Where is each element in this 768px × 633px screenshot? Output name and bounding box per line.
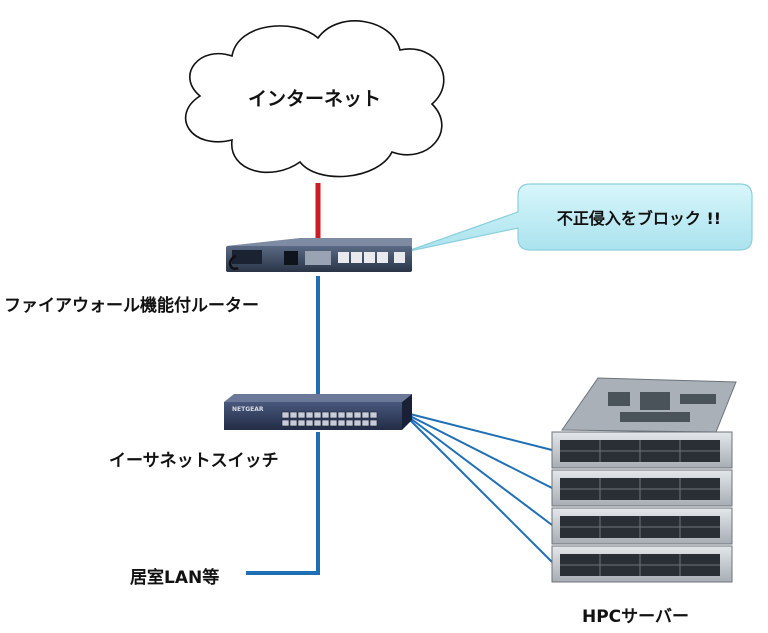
server-unit — [551, 431, 733, 469]
switch-ports — [281, 411, 378, 427]
lan-label: 居室LAN等 — [130, 568, 220, 588]
internet-cloud — [184, 20, 445, 178]
switch-brand-text: NETGEAR — [232, 406, 264, 413]
switch-label: イーサネットスイッチ — [109, 451, 279, 471]
hpc-servers — [551, 377, 737, 583]
router-device — [226, 238, 412, 272]
server-unit — [551, 545, 733, 583]
server-unit — [551, 469, 733, 507]
internet-label: インターネット — [248, 88, 382, 110]
hpc-servers-label: HPCサーバー — [582, 607, 689, 627]
switch-device: NETGEAR — [224, 394, 412, 430]
server-links — [409, 413, 553, 563]
callout-text: 不正侵入をブロック !! — [556, 209, 722, 228]
callout-bubble — [404, 183, 753, 253]
router-label: ファイアウォール機能付ルーター — [4, 296, 259, 316]
server-unit — [551, 507, 733, 545]
